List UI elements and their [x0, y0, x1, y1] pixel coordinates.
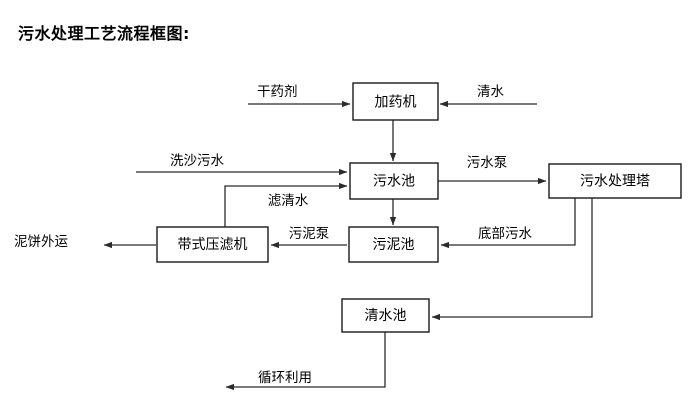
node-sludge-pool-label: 污泥池 — [373, 237, 415, 253]
edge-label-filtered-clear-water: 滤清水 — [268, 193, 309, 209]
edge-treatment-tower-to-sludge-pool — [440, 198, 576, 249]
node-treatment-tower-label: 污水处理塔 — [580, 174, 650, 190]
edge-label-sludge-pump: 污泥泵 — [289, 226, 330, 242]
page-title: 污水处理工艺流程框图: — [18, 24, 190, 43]
node-sewage-pool-label: 污水池 — [373, 174, 415, 190]
node-sewage-pool[interactable]: 污水池 — [349, 162, 439, 200]
edge-label-bottom-sewage: 底部污水 — [478, 226, 532, 242]
node-belt-filter-press[interactable]: 带式压滤机 — [156, 226, 269, 263]
node-dosing-machine-label: 加药机 — [375, 95, 417, 111]
edge-clear-water-pool-to-recycle — [225, 331, 386, 391]
terminal-dry-agent: 干药剂 — [257, 84, 298, 100]
terminal-recycle-use: 循环利用 — [258, 370, 312, 386]
node-clear-water-pool[interactable]: 清水池 — [341, 298, 430, 333]
terminal-clean-water: 清水 — [477, 84, 504, 100]
node-clear-water-pool-label: 清水池 — [365, 308, 407, 324]
node-dosing-machine[interactable]: 加药机 — [352, 82, 439, 121]
edge-label-sewage-pump: 污水泵 — [467, 155, 508, 171]
node-sludge-pool[interactable]: 污泥池 — [348, 226, 439, 263]
terminal-sand-wash-sewage: 洗沙污水 — [170, 153, 224, 169]
edge-filtered-clear-water-to-sewage-pool — [224, 182, 348, 228]
terminal-mud-cake-out: 泥饼外运 — [14, 234, 68, 250]
node-belt-filter-press-label: 带式压滤机 — [178, 237, 248, 253]
edge-treatment-tower-to-clear-water-pool — [431, 198, 593, 321]
node-treatment-tower[interactable]: 污水处理塔 — [548, 163, 682, 199]
